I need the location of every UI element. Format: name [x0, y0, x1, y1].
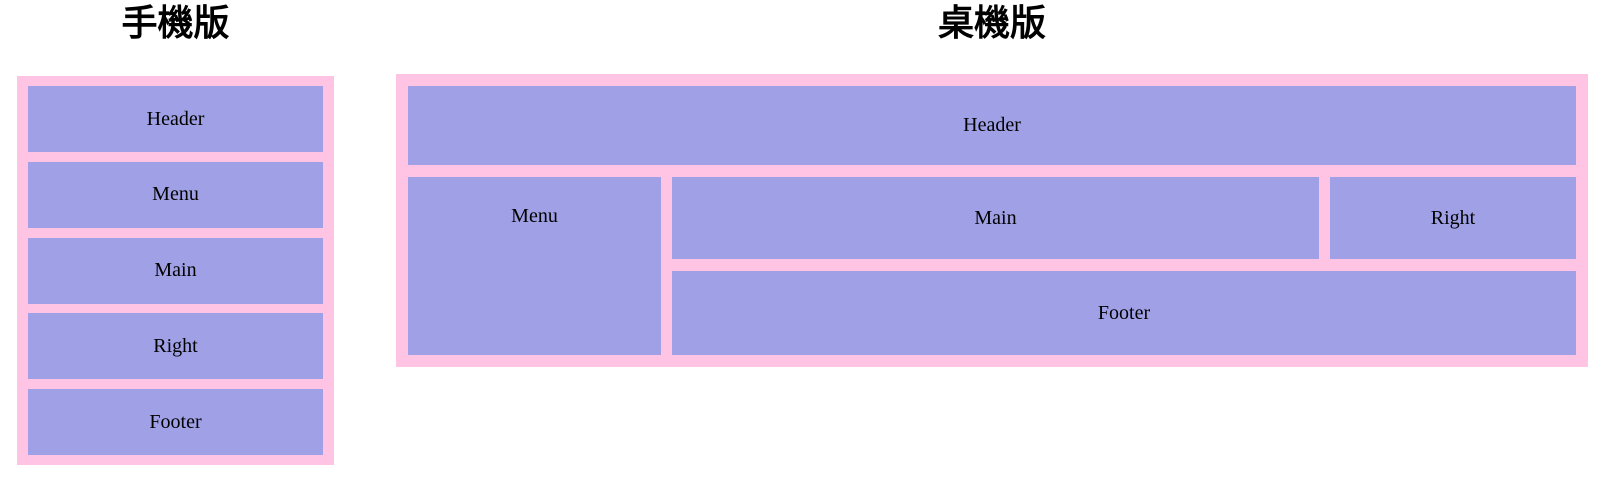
desktop-main-box: Main — [672, 177, 1319, 259]
desktop-menu-box: Menu — [408, 177, 661, 355]
mobile-menu-box: Menu — [28, 161, 323, 228]
mobile-layout-frame: Header Menu Main Right Footer — [17, 76, 334, 465]
mobile-header-box: Header — [28, 86, 323, 152]
desktop-layout-title: 桌機版 — [937, 2, 1046, 43]
mobile-layout-title: 手機版 — [121, 2, 230, 43]
desktop-layout-frame: Header Menu Main Right Footer — [396, 74, 1588, 367]
desktop-right-box: Right — [1330, 177, 1576, 259]
mobile-footer-box: Footer — [28, 389, 323, 455]
desktop-header-box: Header — [408, 86, 1576, 165]
mobile-right-box: Right — [28, 313, 323, 380]
mobile-main-box: Main — [28, 237, 323, 304]
desktop-footer-box: Footer — [672, 271, 1576, 355]
